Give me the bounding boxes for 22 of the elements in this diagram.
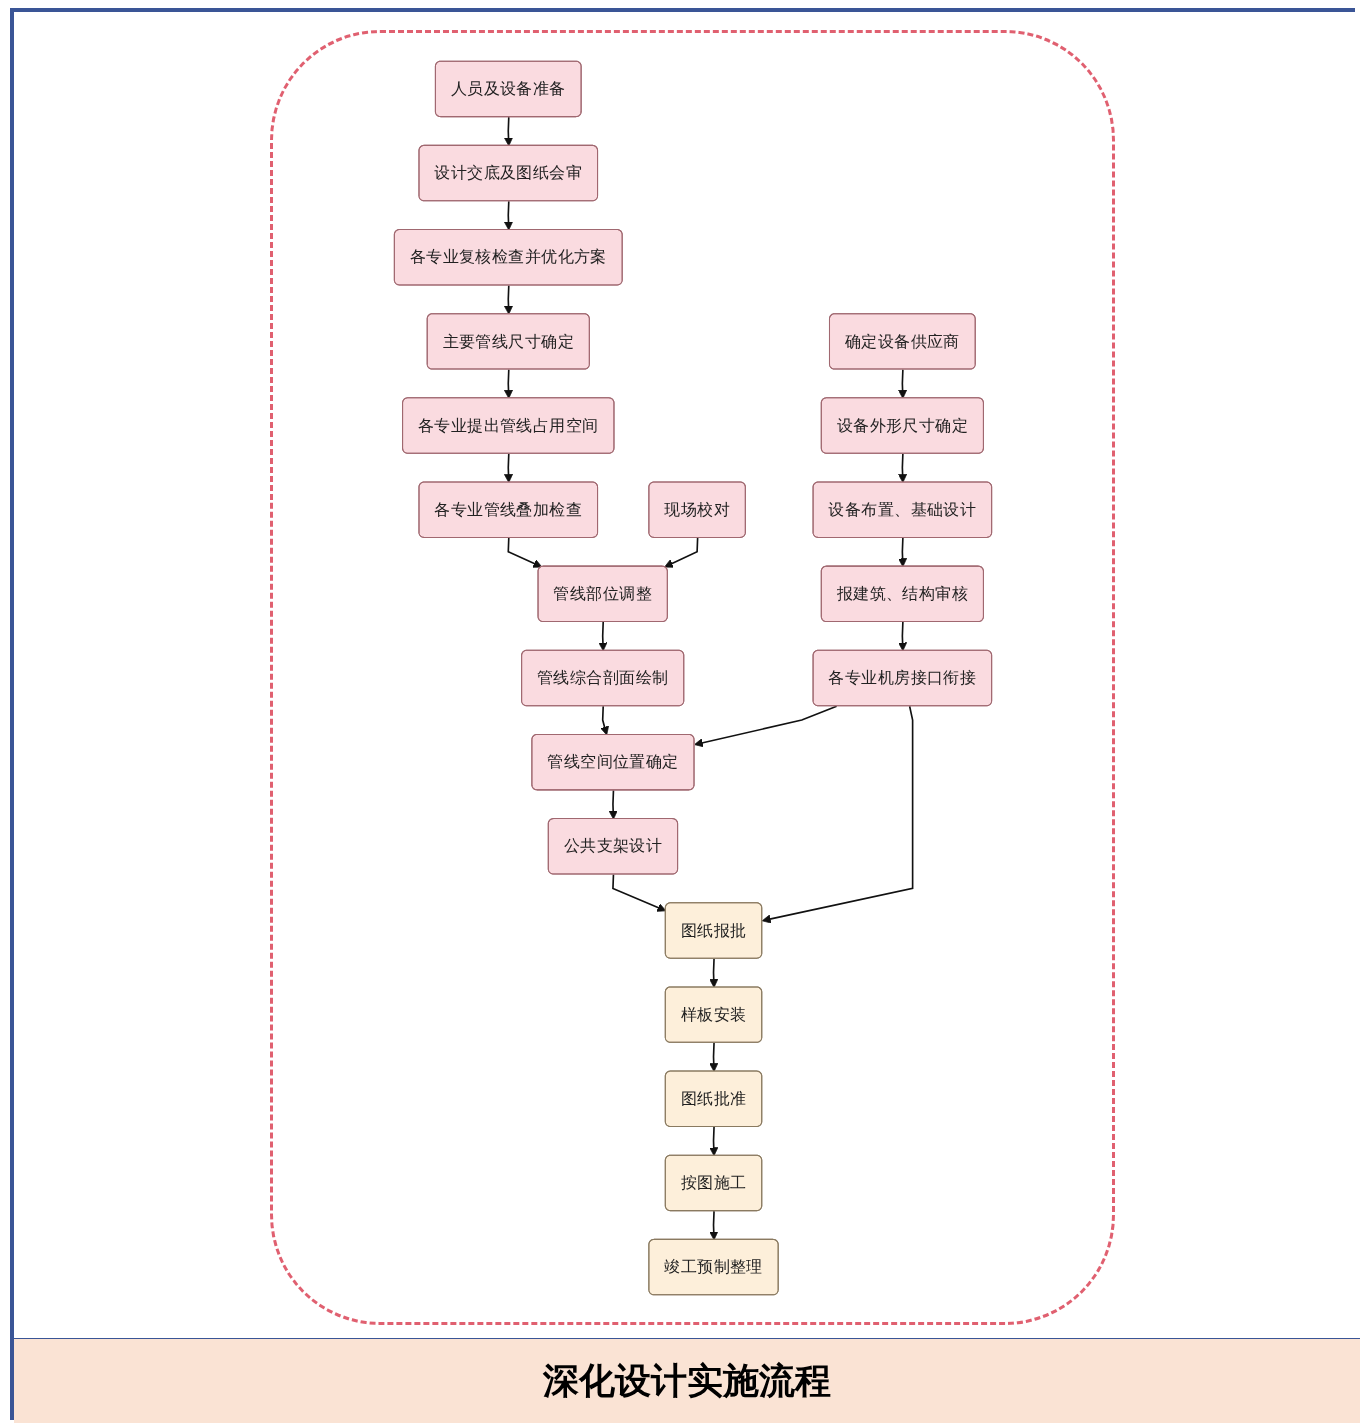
arrow bbox=[708, 1125, 718, 1156]
arrow bbox=[503, 368, 513, 399]
arrow bbox=[597, 620, 607, 651]
arrow bbox=[503, 284, 513, 315]
arrow bbox=[708, 957, 718, 988]
arrow bbox=[708, 1209, 718, 1240]
arrow bbox=[506, 536, 542, 568]
arrow bbox=[663, 536, 698, 568]
arrow bbox=[599, 704, 609, 735]
arrow bbox=[503, 452, 513, 483]
arrow bbox=[897, 368, 907, 399]
arrow bbox=[708, 1041, 718, 1072]
arrow bbox=[611, 873, 666, 912]
arrow bbox=[608, 789, 618, 819]
arrow bbox=[503, 115, 513, 146]
arrow bbox=[761, 704, 913, 923]
caption: 深化设计实施流程 bbox=[543, 1357, 831, 1403]
arrow bbox=[897, 536, 907, 567]
arrow bbox=[897, 620, 907, 651]
arrow bbox=[503, 200, 513, 230]
arrow bbox=[897, 452, 907, 483]
arrow bbox=[693, 704, 837, 747]
